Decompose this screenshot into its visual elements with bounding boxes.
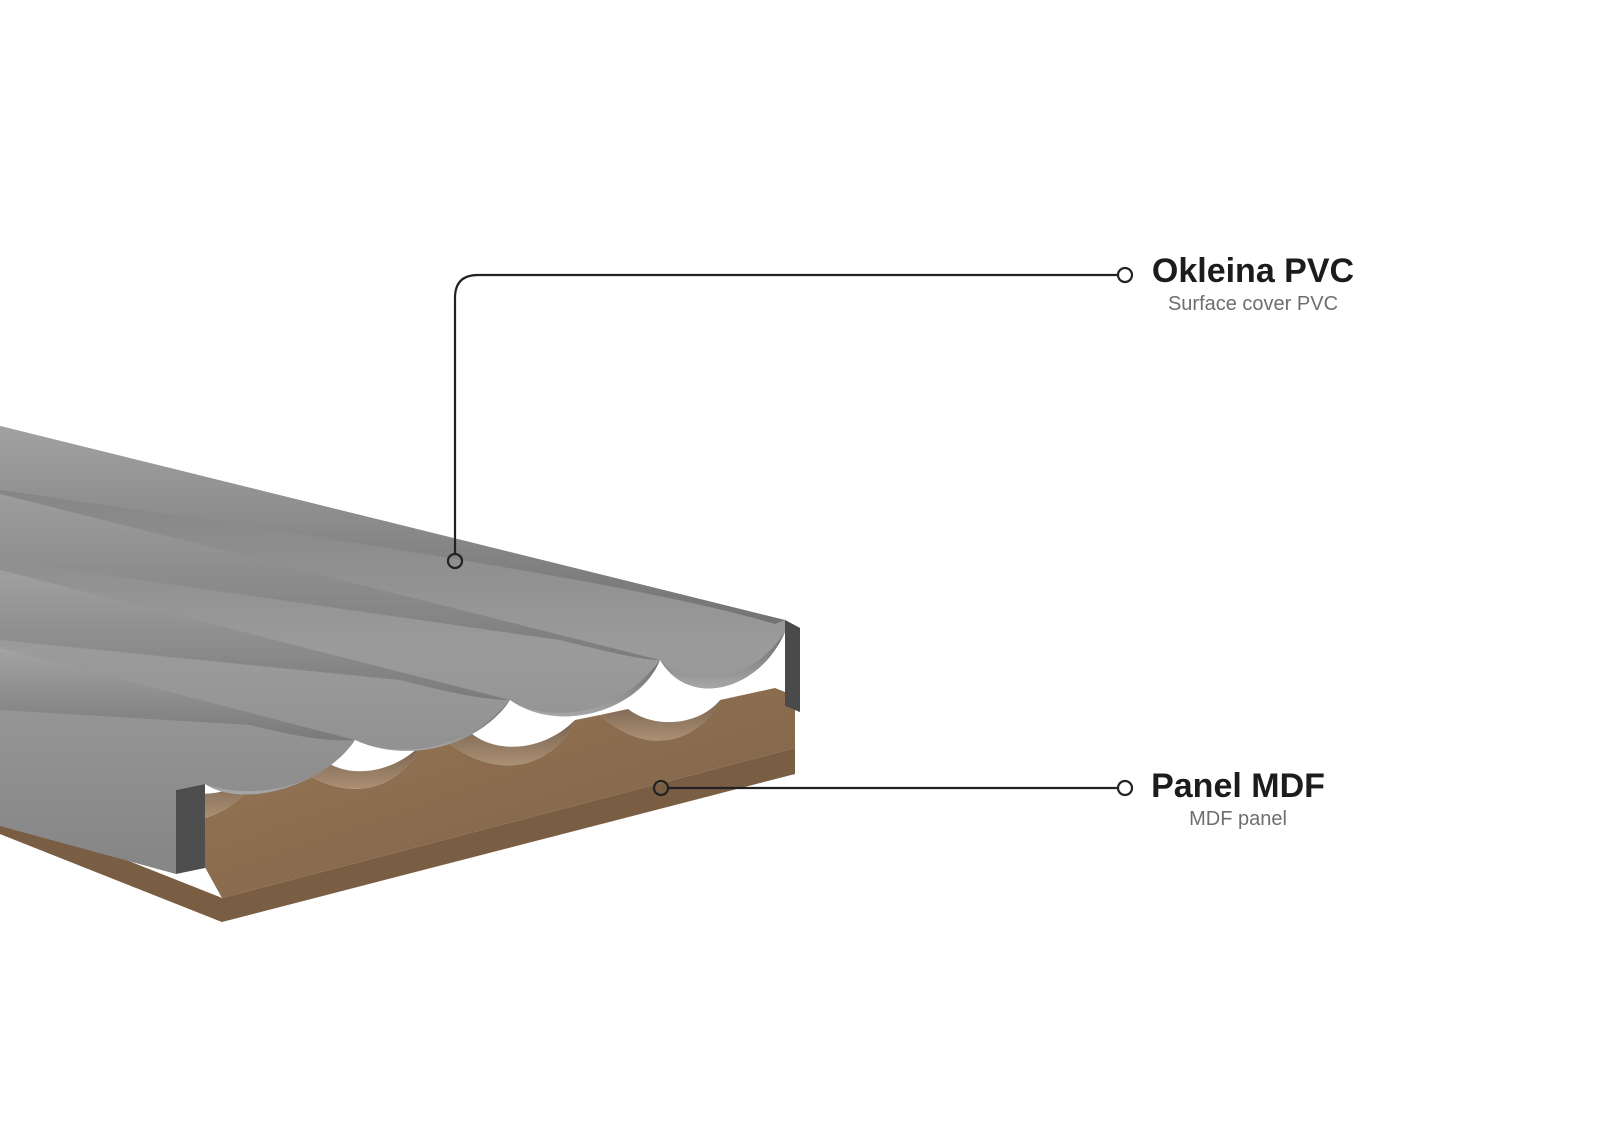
- pvc-cover: [0, 426, 800, 874]
- pvc-rib-1: [0, 426, 785, 624]
- mdf-front-face: [176, 688, 795, 898]
- mdf-groove-2: [290, 746, 420, 789]
- pvc-rib-3: [0, 570, 510, 700]
- pvc-label-subtitle: Surface cover PVC: [1167, 293, 1339, 315]
- pvc-scallop-1: [660, 632, 785, 689]
- pvc-right-edge: [785, 620, 800, 712]
- mdf-groove-4: [600, 700, 720, 741]
- mdf-label-title: Panel MDF: [1151, 767, 1325, 805]
- mdf-groove-3: [445, 720, 575, 766]
- pvc-leader: [446, 266, 1134, 570]
- mdf-label: Panel MDF MDF panel: [1148, 767, 1328, 831]
- pvc-label: Okleina PVC Surface cover PVC: [1148, 252, 1358, 316]
- pvc-top-surface: [0, 426, 800, 874]
- mdf-leader: [652, 779, 1134, 797]
- pvc-rib-2: [0, 494, 660, 660]
- pvc-left-edge: [176, 784, 205, 874]
- pvc-leader-line: [453, 273, 1118, 554]
- pvc-label-title: Okleina PVC: [1151, 252, 1355, 290]
- pvc-rib-4: [0, 648, 355, 741]
- mdf-end-dot: [1116, 779, 1134, 797]
- pvc-scallop-4: [205, 740, 355, 795]
- pvc-end-dot: [1116, 266, 1134, 284]
- mdf-label-subtitle: MDF panel: [1189, 808, 1287, 830]
